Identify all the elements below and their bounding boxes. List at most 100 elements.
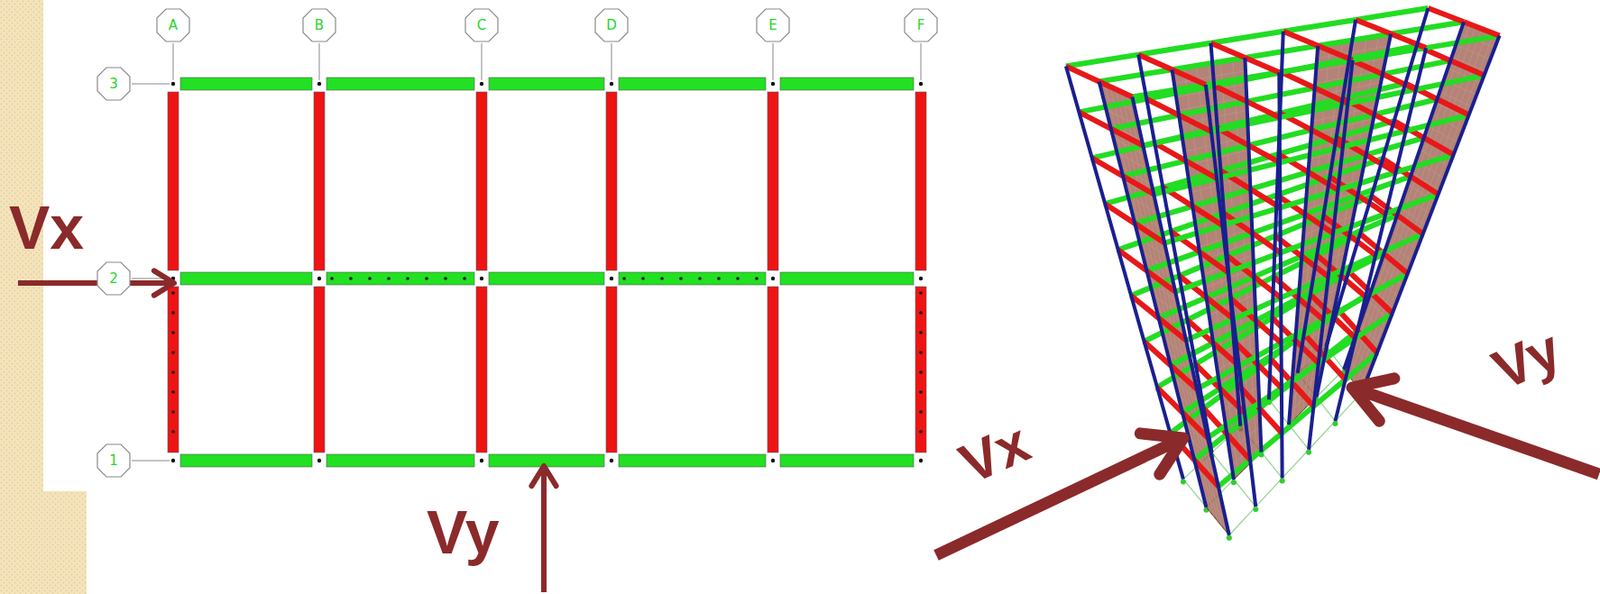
x-beam bbox=[618, 77, 766, 91]
x-beam bbox=[780, 77, 914, 91]
x-beam-3d bbox=[1099, 69, 1173, 82]
y-beam-3d bbox=[1186, 160, 1217, 179]
grid-bubble: D bbox=[594, 8, 629, 43]
wall-dot bbox=[919, 430, 923, 434]
joint-dot bbox=[609, 276, 614, 281]
x-beam bbox=[488, 77, 605, 91]
joint-dot bbox=[171, 82, 175, 86]
y-beam-3d bbox=[1383, 253, 1407, 274]
arrow-head bbox=[154, 270, 175, 295]
joint-dot bbox=[171, 459, 175, 463]
y-beam-3d bbox=[1355, 19, 1391, 35]
joint-dot bbox=[317, 459, 322, 463]
y-beam-3d bbox=[1146, 99, 1179, 116]
x-beam-3d bbox=[1134, 206, 1193, 224]
force-label: Vx bbox=[9, 196, 84, 258]
x-beam-3d bbox=[1406, 115, 1470, 132]
y-beam-3d bbox=[1317, 45, 1352, 61]
grid-label: F bbox=[917, 17, 926, 34]
y-beam-3d bbox=[1253, 276, 1281, 298]
x-beam-3d bbox=[1205, 72, 1279, 85]
y-beam-3d bbox=[1138, 55, 1172, 71]
x-beam-3d bbox=[1111, 115, 1179, 129]
column bbox=[1099, 81, 1207, 507]
grid-label: A bbox=[168, 17, 178, 34]
arrow-head bbox=[1351, 378, 1395, 422]
wall-dot bbox=[698, 276, 702, 281]
x-beam-3d bbox=[1279, 190, 1338, 209]
x-beam-3d bbox=[1146, 251, 1199, 271]
y-beam-3d bbox=[1305, 214, 1334, 234]
wall-dot bbox=[919, 410, 923, 414]
base-line bbox=[1229, 506, 1256, 536]
grid-label: C bbox=[477, 17, 487, 34]
grid-label: 3 bbox=[109, 75, 119, 92]
x-beam-3d bbox=[1244, 387, 1282, 414]
column bbox=[1288, 45, 1318, 425]
column bbox=[1244, 57, 1261, 453]
y-beam-3d bbox=[1259, 408, 1282, 433]
joint-dot bbox=[771, 459, 775, 463]
x-beam-3d bbox=[1239, 342, 1282, 367]
joint-dot bbox=[771, 82, 775, 86]
base-line bbox=[1260, 452, 1282, 479]
y-beam bbox=[476, 91, 488, 271]
x-beam-3d bbox=[1374, 99, 1438, 115]
grid-bubble: 2 bbox=[96, 261, 131, 296]
wall-dot bbox=[717, 276, 721, 281]
grid-bubble: 1 bbox=[96, 443, 131, 479]
wall-dot bbox=[919, 370, 923, 375]
y-beam-3d bbox=[1281, 72, 1315, 88]
x-beam-3d bbox=[1172, 57, 1246, 70]
y-beam-3d bbox=[1463, 21, 1500, 36]
x-beam bbox=[180, 272, 313, 286]
grid-label: D bbox=[606, 17, 617, 34]
y-beam bbox=[313, 91, 325, 271]
grid-line bbox=[131, 460, 170, 462]
x-beam-3d bbox=[1280, 233, 1334, 254]
grid-bubble: B bbox=[302, 8, 337, 43]
x-beam-3d bbox=[1138, 43, 1211, 56]
wall-dot bbox=[919, 291, 923, 295]
y-beam-3d bbox=[1283, 31, 1318, 46]
support bbox=[1332, 421, 1338, 427]
x-beam bbox=[618, 454, 766, 468]
grid-bubble: F bbox=[903, 8, 938, 43]
grid-line bbox=[481, 43, 483, 81]
wall-dot bbox=[405, 276, 410, 281]
y-beam bbox=[915, 286, 927, 453]
x-beam-3d bbox=[1283, 19, 1356, 32]
y-beam-3d bbox=[1244, 57, 1279, 73]
x-beam-3d bbox=[1210, 31, 1283, 44]
y-beam-3d bbox=[1450, 60, 1484, 75]
force-arrow bbox=[1351, 387, 1600, 475]
octagon bbox=[156, 9, 190, 42]
wall-dot bbox=[171, 311, 175, 315]
wall-dot bbox=[660, 276, 664, 281]
joint-dot bbox=[479, 276, 484, 281]
y-beam bbox=[915, 91, 927, 271]
y-beam-3d bbox=[1410, 176, 1439, 195]
x-beam-3d bbox=[1122, 160, 1187, 176]
x-beam-3d bbox=[1280, 276, 1329, 299]
grid-line bbox=[131, 83, 170, 85]
x-beam bbox=[488, 272, 605, 286]
y-beam-3d bbox=[1255, 321, 1281, 344]
x-beam-3d bbox=[1382, 60, 1451, 74]
x-beam bbox=[180, 454, 313, 468]
y-beam bbox=[606, 286, 617, 453]
wall-dot bbox=[443, 276, 448, 281]
x-beam-3d bbox=[1178, 101, 1247, 116]
x-beam-3d bbox=[1211, 117, 1280, 132]
joint-dot bbox=[771, 276, 775, 281]
force-arrow bbox=[541, 466, 547, 593]
column bbox=[1278, 72, 1282, 479]
grid-line bbox=[173, 43, 175, 81]
wall-dot bbox=[919, 311, 923, 315]
wall-mesh bbox=[1126, 94, 1225, 532]
joint-dot bbox=[609, 459, 614, 463]
wall-dot bbox=[171, 430, 175, 434]
wall-dot bbox=[171, 390, 175, 395]
octagon bbox=[756, 9, 790, 42]
